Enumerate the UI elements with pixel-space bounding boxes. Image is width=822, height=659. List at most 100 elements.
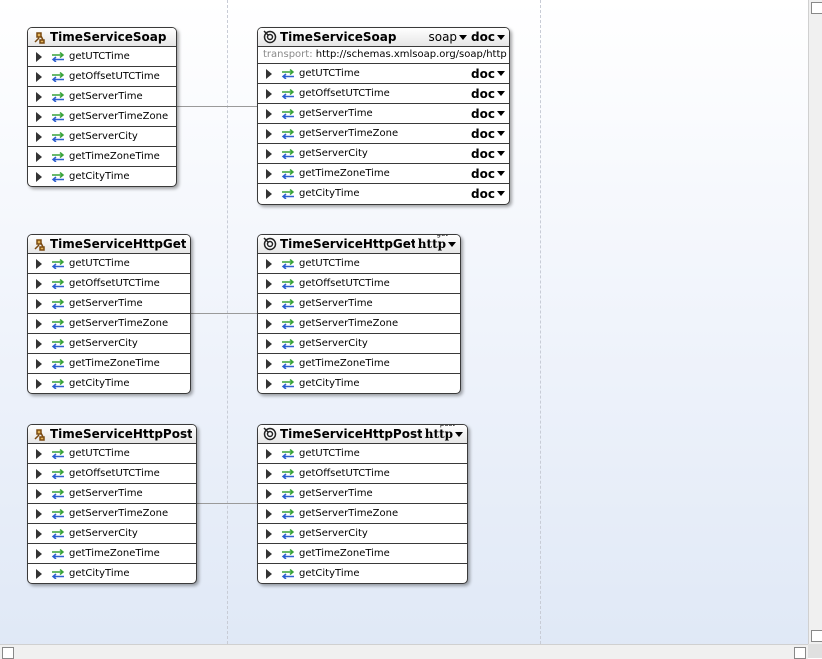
- operation-style-dropdown[interactable]: doc: [471, 67, 505, 81]
- operation-row[interactable]: getServerTime: [258, 294, 460, 314]
- operation-row[interactable]: getUTCTime: [28, 47, 176, 67]
- style-dropdown[interactable]: doc: [471, 30, 505, 44]
- expand-triangle-icon[interactable]: [36, 448, 42, 459]
- operation-row[interactable]: getServerTimeZone: [258, 314, 460, 334]
- binding-box-soap[interactable]: TimeServiceSoap soap doc transport: http…: [257, 27, 510, 205]
- expand-triangle-icon[interactable]: [266, 378, 272, 389]
- operation-style-dropdown[interactable]: doc: [471, 87, 505, 101]
- expand-triangle-icon[interactable]: [36, 548, 42, 559]
- expand-triangle-icon[interactable]: [36, 71, 42, 82]
- expand-triangle-icon[interactable]: [36, 528, 42, 539]
- expand-triangle-icon[interactable]: [266, 488, 272, 499]
- operation-row[interactable]: getCityTime: [28, 564, 196, 583]
- operation-row[interactable]: getServerTimeZone: [28, 107, 176, 127]
- operation-row[interactable]: getServerCity: [258, 334, 460, 354]
- operation-row[interactable]: getServerTimeZone: [258, 504, 467, 524]
- operation-row[interactable]: getServerTime: [258, 484, 467, 504]
- expand-triangle-icon[interactable]: [36, 131, 42, 142]
- operation-row[interactable]: getServerTimeZone: [28, 504, 196, 524]
- operation-row[interactable]: getCityTime: [28, 374, 190, 393]
- operation-row[interactable]: getServerTimeZone: [28, 314, 190, 334]
- expand-triangle-icon[interactable]: [266, 468, 272, 479]
- operation-row[interactable]: getTimeZoneTime: [258, 544, 467, 564]
- expand-triangle-icon[interactable]: [36, 338, 42, 349]
- expand-triangle-icon[interactable]: [36, 298, 42, 309]
- expand-triangle-icon[interactable]: [36, 111, 42, 122]
- expand-triangle-icon[interactable]: [36, 91, 42, 102]
- vertical-scrollbar[interactable]: [808, 0, 822, 644]
- operation-row[interactable]: getUTCTime: [258, 444, 467, 464]
- porttype-header[interactable]: TimeServiceHttpPost: [28, 425, 196, 444]
- operation-row[interactable]: getServerCity: [28, 524, 196, 544]
- expand-triangle-icon[interactable]: [266, 318, 272, 329]
- expand-triangle-icon[interactable]: [36, 278, 42, 289]
- operation-row[interactable]: getServerCity: [28, 334, 190, 354]
- operation-row[interactable]: getTimeZoneTime: [28, 544, 196, 564]
- operation-style-dropdown[interactable]: doc: [471, 127, 505, 141]
- scroll-right-button[interactable]: [794, 647, 806, 659]
- operation-row[interactable]: getUTCTime: [28, 254, 190, 274]
- operation-row[interactable]: getOffsetUTCTime: [258, 464, 467, 484]
- operation-style-dropdown[interactable]: doc: [471, 107, 505, 121]
- expand-triangle-icon[interactable]: [266, 338, 272, 349]
- expand-triangle-icon[interactable]: [266, 298, 272, 309]
- expand-triangle-icon[interactable]: [36, 318, 42, 329]
- expand-triangle-icon[interactable]: [36, 468, 42, 479]
- protocol-dropdown[interactable]: soap: [428, 30, 468, 44]
- expand-triangle-icon[interactable]: [36, 258, 42, 269]
- expand-triangle-icon[interactable]: [266, 188, 272, 199]
- operation-row[interactable]: getServerCity: [258, 524, 467, 544]
- expand-triangle-icon[interactable]: [266, 508, 272, 519]
- operation-style-dropdown[interactable]: doc: [471, 187, 505, 201]
- scroll-left-button[interactable]: [2, 647, 14, 659]
- operation-row[interactable]: getCityTime: [28, 167, 176, 186]
- operation-row[interactable]: getCityTime: [258, 374, 460, 393]
- expand-triangle-icon[interactable]: [36, 488, 42, 499]
- scroll-up-button[interactable]: [811, 2, 822, 14]
- expand-triangle-icon[interactable]: [266, 88, 272, 99]
- operation-row[interactable]: getOffsetUTCTime: [258, 274, 460, 294]
- operation-row[interactable]: getServerTime: [28, 294, 190, 314]
- expand-triangle-icon[interactable]: [36, 51, 42, 62]
- operation-row[interactable]: getOffsetUTCTime: [28, 67, 176, 87]
- expand-triangle-icon[interactable]: [36, 151, 42, 162]
- operation-row[interactable]: getUTCTime: [258, 254, 460, 274]
- expand-triangle-icon[interactable]: [36, 171, 42, 182]
- operation-row[interactable]: getTimeZoneTime: [28, 354, 190, 374]
- operation-row[interactable]: getOffsetUTCTime: [28, 464, 196, 484]
- expand-triangle-icon[interactable]: [266, 108, 272, 119]
- operation-row[interactable]: getUTCTime: [28, 444, 196, 464]
- expand-triangle-icon[interactable]: [266, 278, 272, 289]
- operation-row[interactable]: getServerTime: [28, 87, 176, 107]
- expand-triangle-icon[interactable]: [266, 568, 272, 579]
- porttype-header[interactable]: TimeServiceHttpGet: [28, 235, 190, 254]
- expand-triangle-icon[interactable]: [266, 448, 272, 459]
- operation-row[interactable]: getTimeZoneTime: [28, 147, 176, 167]
- expand-triangle-icon[interactable]: [266, 148, 272, 159]
- operation-row[interactable]: getServerTime: [28, 484, 196, 504]
- expand-triangle-icon[interactable]: [266, 68, 272, 79]
- operation-style-dropdown[interactable]: doc: [471, 147, 505, 161]
- expand-triangle-icon[interactable]: [266, 528, 272, 539]
- expand-triangle-icon[interactable]: [36, 358, 42, 369]
- expand-triangle-icon[interactable]: [36, 508, 42, 519]
- expand-triangle-icon[interactable]: [266, 258, 272, 269]
- scroll-down-button[interactable]: [811, 630, 822, 642]
- expand-triangle-icon[interactable]: [266, 358, 272, 369]
- operation-row[interactable]: getCityTime: [258, 564, 467, 583]
